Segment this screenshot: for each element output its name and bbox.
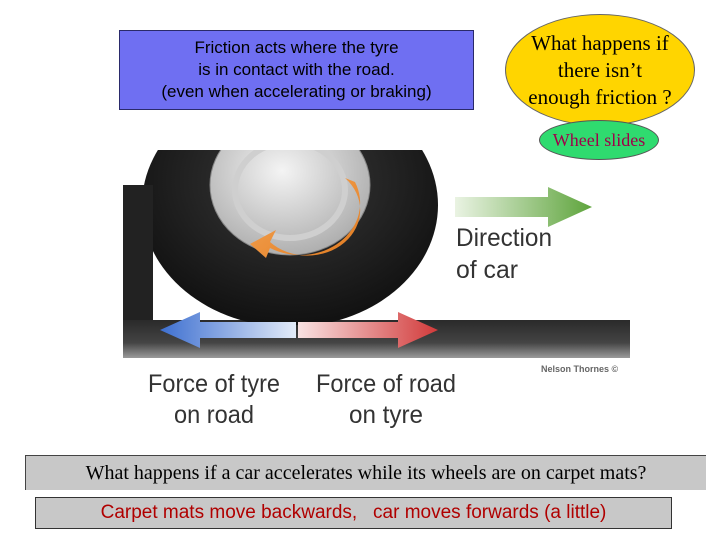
answer-bubble: Wheel slides: [539, 120, 659, 160]
force-road-label-line2: on tyre: [349, 401, 423, 429]
force-road-label-line1: Force of road: [316, 370, 456, 398]
force-road-arrow: [298, 312, 438, 348]
friction-note-box: Friction acts where the tyre is in conta…: [119, 30, 474, 110]
answer-bar: Carpet mats move backwards, car moves fo…: [35, 497, 672, 529]
question-bubble: What happens if there isn’t enough frict…: [505, 14, 695, 126]
credit-text: Nelson Thornes ©: [541, 364, 619, 374]
rotation-arrow: [250, 178, 361, 258]
force-tyre-label-line2: on road: [174, 401, 254, 429]
answer-bar-text: Carpet mats move backwards, car moves fo…: [100, 502, 607, 523]
direction-label-line2: of car: [456, 256, 518, 284]
force-tyre-arrow: [160, 312, 296, 348]
question-bar-text: What happens if a car accelerates while …: [85, 461, 647, 484]
question-bar: What happens if a car accelerates while …: [25, 455, 706, 490]
direction-label-line1: Direction: [456, 224, 552, 252]
question-bubble-text: What happens if there isn’t enough frict…: [528, 30, 672, 109]
answer-bubble-text: Wheel slides: [552, 129, 646, 150]
wheel-hub: [209, 150, 371, 256]
friction-note-text: Friction acts where the tyre is in conta…: [161, 38, 432, 101]
force-tyre-label-line1: Force of tyre: [148, 370, 280, 398]
direction-arrow: [455, 187, 592, 227]
